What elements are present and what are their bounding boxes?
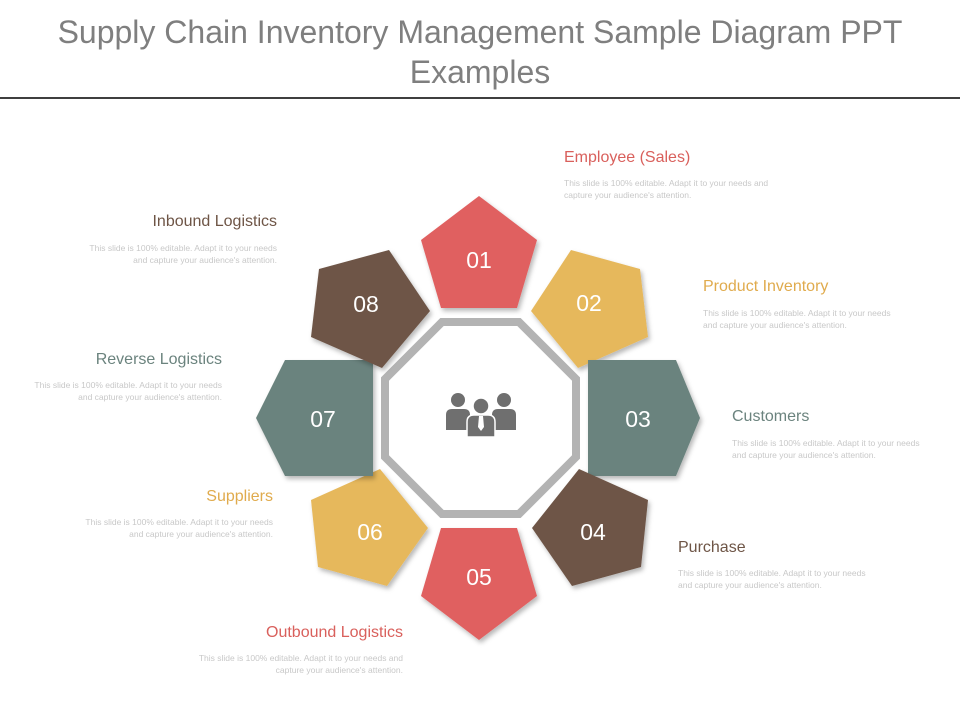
desc-employee-sales: This slide is 100% editable. Adapt it to… — [564, 178, 769, 200]
label-suppliers: Suppliers — [206, 488, 273, 505]
label-customers: Customers — [732, 408, 810, 425]
label-employee-sales: Employee (Sales) — [564, 149, 691, 166]
pentagon-number-06: 06 — [357, 519, 383, 545]
label-inbound-logistics: Inbound Logistics — [152, 213, 277, 230]
pentagon-07[interactable] — [256, 360, 373, 476]
pentagon-number-03: 03 — [625, 406, 651, 432]
label-purchase: Purchase — [678, 539, 746, 556]
desc-outbound-logistics: This slide is 100% editable. Adapt it to… — [198, 653, 403, 675]
pentagon-number-05: 05 — [466, 564, 492, 590]
desc-product-inventory: This slide is 100% editable. Adapt it to… — [703, 308, 891, 330]
desc-reverse-logistics: This slide is 100% editable. Adapt it to… — [34, 380, 222, 402]
label-outbound-logistics: Outbound Logistics — [266, 624, 403, 641]
pentagon-08[interactable] — [311, 250, 430, 368]
pentagon-01[interactable] — [421, 196, 537, 308]
pentagon-06[interactable] — [311, 469, 428, 586]
pentagon-number-02: 02 — [576, 290, 602, 316]
pentagon-number-07: 07 — [310, 406, 336, 432]
pentagon-05[interactable] — [421, 528, 537, 640]
pentagon-number-08: 08 — [353, 291, 379, 317]
pentagon-04[interactable] — [532, 469, 648, 586]
people-group-icon — [446, 393, 516, 438]
label-reverse-logistics: Reverse Logistics — [95, 351, 222, 368]
title-divider — [0, 97, 960, 99]
label-product-inventory: Product Inventory — [703, 278, 829, 295]
desc-suppliers: This slide is 100% editable. Adapt it to… — [85, 517, 273, 539]
slide-title: Supply Chain Inventory Management Sample… — [57, 14, 903, 90]
pentagon-02[interactable] — [531, 250, 648, 368]
pentagon-number-04: 04 — [580, 519, 606, 545]
pentagon-number-01: 01 — [466, 247, 492, 273]
desc-purchase: This slide is 100% editable. Adapt it to… — [678, 568, 866, 590]
desc-inbound-logistics: This slide is 100% editable. Adapt it to… — [89, 243, 277, 265]
desc-customers: This slide is 100% editable. Adapt it to… — [732, 438, 920, 460]
pentagon-03[interactable] — [588, 360, 700, 476]
